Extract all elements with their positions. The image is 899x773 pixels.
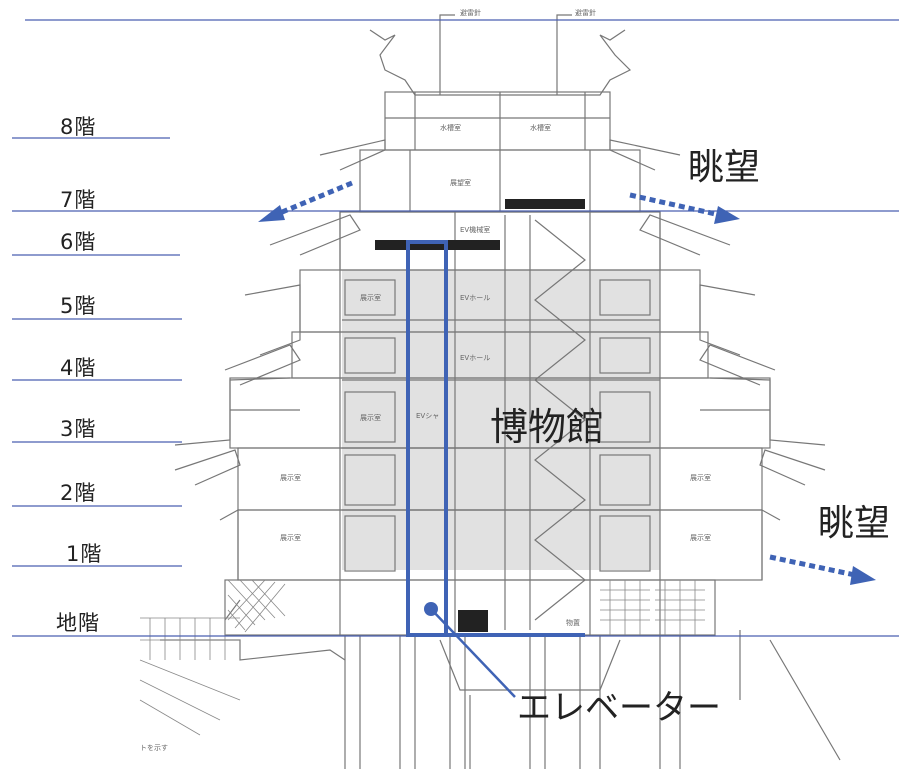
svg-text:EVホール: EVホール xyxy=(460,354,490,362)
view-arrows xyxy=(258,180,876,585)
arrow-right-low xyxy=(769,554,876,585)
floor-label-6: 6階 xyxy=(60,230,97,254)
floor-label-2: 2階 xyxy=(60,481,97,505)
view-label-top: 眺望 xyxy=(688,147,761,188)
floor-label-5: 5階 xyxy=(60,294,97,318)
svg-text:水槽室: 水槽室 xyxy=(530,123,551,132)
room-labels: 避雷針 避雷針 水槽室 水槽室 展望室 EV機械室 EVシャ EVホール EVホ… xyxy=(140,8,711,752)
dark-blocks xyxy=(375,199,585,632)
svg-text:トを示す: トを示す xyxy=(140,744,168,752)
floor-label-8: 8階 xyxy=(60,115,97,139)
elevator-highlight xyxy=(406,240,585,637)
view-label-right: 眺望 xyxy=(818,503,891,544)
svg-text:EVホール: EVホール xyxy=(460,294,490,302)
elevator-leader xyxy=(430,608,516,698)
svg-text:避雷針: 避雷針 xyxy=(460,8,481,17)
svg-text:展示室: 展示室 xyxy=(690,473,711,482)
svg-text:避雷針: 避雷針 xyxy=(575,8,596,17)
svg-text:展示室: 展示室 xyxy=(690,533,711,542)
elevator-shaft xyxy=(406,240,448,637)
floor-label-1: 1階 xyxy=(66,542,103,566)
svg-text:展示室: 展示室 xyxy=(360,413,381,422)
svg-text:水槽室: 水槽室 xyxy=(440,123,461,132)
svg-text:EV機械室: EV機械室 xyxy=(460,225,490,234)
floor-label-4: 4階 xyxy=(60,356,97,380)
hatch-patterns xyxy=(139,579,705,736)
floor-label-basement: 地階 xyxy=(56,611,100,635)
floor-label-3: 3階 xyxy=(60,417,97,441)
svg-text:展示室: 展示室 xyxy=(280,473,301,482)
arrow-right-up xyxy=(629,192,740,224)
lightning-rods xyxy=(439,14,572,95)
svg-text:物置: 物置 xyxy=(566,618,580,627)
svg-text:EVシャ: EVシャ xyxy=(416,412,439,420)
elevator-label: エレベーター xyxy=(517,688,721,728)
floor-label-7: 7階 xyxy=(60,188,97,212)
arrow-left-up xyxy=(258,180,353,222)
svg-text:展示室: 展示室 xyxy=(280,533,301,542)
svg-text:展望室: 展望室 xyxy=(450,178,471,187)
svg-text:展示室: 展示室 xyxy=(360,293,381,302)
museum-label: 博物館 xyxy=(490,405,605,449)
